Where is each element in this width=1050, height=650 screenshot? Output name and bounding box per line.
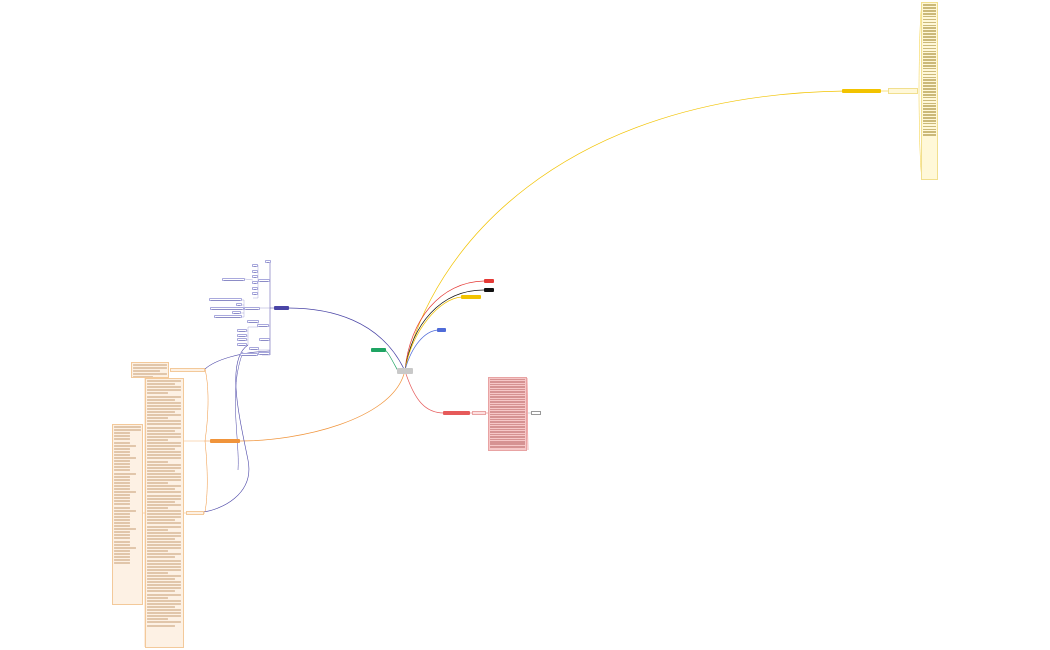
purple-leaf[interactable]	[257, 324, 269, 327]
purple-leaf[interactable]	[214, 315, 242, 318]
purple-leaf[interactable]	[252, 270, 258, 273]
purple-leaf[interactable]	[252, 292, 258, 295]
branch-yellow-small[interactable]	[461, 295, 481, 299]
branch-yellow-far[interactable]	[842, 89, 881, 93]
purple-leaf[interactable]	[252, 275, 258, 278]
purple-leaf[interactable]	[258, 279, 270, 282]
purple-leaf[interactable]	[252, 281, 258, 284]
yellow-far-list[interactable]	[921, 2, 938, 180]
purple-leaf[interactable]	[258, 352, 270, 355]
branch-purple[interactable]	[274, 306, 289, 310]
orange-top-note[interactable]	[131, 362, 169, 378]
purple-leaf[interactable]	[236, 303, 242, 306]
orange-left-list[interactable]	[112, 424, 143, 605]
purple-leaf[interactable]	[237, 338, 247, 341]
link-central-orange	[239, 373, 405, 442]
purple-leaf[interactable]	[237, 343, 247, 346]
purple-leaf[interactable]	[232, 311, 241, 314]
purple-leaf[interactable]	[240, 353, 258, 356]
purple-leaf[interactable]	[209, 298, 242, 301]
link-central-purple	[287, 307, 405, 370]
orange-text-column[interactable]	[145, 378, 184, 648]
red-bottom-note[interactable]	[488, 377, 527, 451]
purple-leaf[interactable]	[265, 260, 271, 263]
branch-green[interactable]	[371, 348, 386, 352]
yellow-far-note[interactable]	[888, 88, 918, 94]
purple-leaf[interactable]	[222, 278, 245, 281]
branch-red-top[interactable]	[484, 279, 494, 283]
central-topic[interactable]	[397, 368, 413, 374]
link-central-yellow-small	[404, 296, 463, 371]
purple-leaf[interactable]	[247, 320, 259, 323]
purple-leaf[interactable]	[249, 347, 259, 350]
purple-leaf[interactable]	[210, 307, 244, 310]
branch-black[interactable]	[484, 288, 494, 292]
orange-subtopic-bottom[interactable]	[186, 511, 204, 515]
red-bottom-subtopic[interactable]	[472, 411, 486, 415]
purple-leaf[interactable]	[237, 329, 247, 332]
purple-leaf[interactable]	[244, 307, 260, 310]
red-bottom-end-topic[interactable]	[531, 411, 541, 415]
purple-leaf[interactable]	[252, 287, 258, 290]
purple-leaf[interactable]	[252, 264, 258, 267]
branch-blue[interactable]	[437, 328, 446, 332]
orange-subtopic-top[interactable]	[170, 368, 205, 372]
link-central-red-bottom	[405, 373, 445, 414]
purple-leaf[interactable]	[237, 334, 247, 337]
purple-leaf[interactable]	[259, 338, 270, 341]
branch-red-bottom[interactable]	[443, 411, 470, 415]
branch-orange[interactable]	[210, 439, 240, 443]
link-central-blue	[404, 329, 439, 371]
link-central-red-top	[404, 280, 485, 371]
link-central-yellow-far	[404, 90, 846, 371]
